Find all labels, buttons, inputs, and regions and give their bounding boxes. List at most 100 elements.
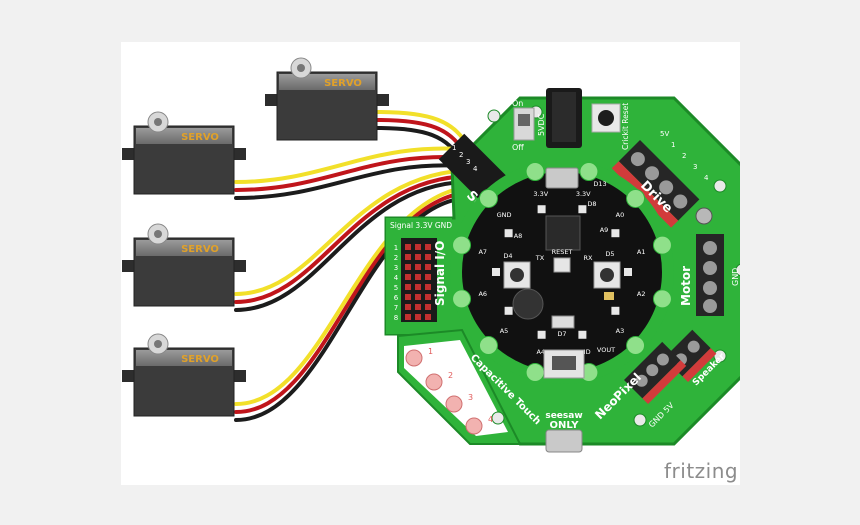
signal-pin [425, 244, 431, 250]
signal-pin [405, 254, 411, 260]
cpx-pad[interactable] [478, 188, 498, 208]
seesaw-only-label: ONLY [550, 420, 580, 431]
signal-pin [405, 294, 411, 300]
cpx-pad-label: 3.3V [576, 190, 591, 198]
wire-signal [234, 184, 480, 406]
signal-pin [425, 294, 431, 300]
reset-label: Crickit Reset [621, 103, 630, 150]
cpx-label: A8 [514, 232, 523, 240]
signal-pin [415, 304, 421, 310]
signal-pin [405, 264, 411, 270]
cpx-pad[interactable] [525, 362, 545, 382]
servo-motor: SERVO [122, 111, 246, 195]
touch-pad[interactable] [445, 395, 463, 413]
cpx-pad[interactable] [626, 188, 646, 208]
cpx-pad-label: A6 [478, 290, 487, 298]
cpx-neopixel [504, 306, 513, 315]
signal-pin [415, 294, 421, 300]
capacitor [695, 207, 713, 225]
signal-pin-label: 4 [394, 274, 399, 282]
touch-pad[interactable] [465, 417, 483, 435]
crickit-reset-button[interactable] [591, 103, 621, 133]
switch-on-label: On [512, 99, 523, 108]
mounting-hole [491, 411, 505, 425]
power-label: 5VDC [537, 113, 546, 136]
wire-ground [234, 163, 466, 200]
motor-label: Motor [679, 266, 693, 306]
wire-power [234, 190, 474, 414]
servo-group: SERVO SERVO SERVO SERVO [122, 57, 389, 417]
touch-pad[interactable] [405, 349, 423, 367]
cpx-neopixel [624, 268, 632, 276]
wire-ground [234, 180, 466, 312]
cpx-pad[interactable] [478, 336, 498, 356]
cpx-neopixel [492, 268, 500, 276]
servo-pin-label: 1 [452, 144, 456, 152]
cpx-neopixel [537, 205, 546, 214]
cpx-pad-label: A1 [637, 248, 646, 256]
cpx-label: D4 [503, 252, 512, 260]
cpx-pad[interactable] [452, 289, 472, 309]
neopixel-terminal [624, 341, 687, 405]
signal-pin [405, 244, 411, 250]
cpx-neopixel [504, 229, 513, 238]
touch-pad[interactable] [425, 373, 443, 391]
signal-pin-label: 2 [394, 254, 398, 262]
drive-pin-label: 3 [693, 163, 697, 171]
cpx-pad[interactable] [579, 162, 599, 182]
signal-pin-label: 8 [394, 314, 398, 322]
cpx-pad[interactable] [626, 336, 646, 356]
cpx-label: A9 [600, 226, 609, 234]
mounting-hole [713, 179, 727, 193]
drive-pin-label: 2 [682, 152, 686, 160]
cpx-pad-label: A4 [536, 348, 545, 356]
signal-pin [405, 304, 411, 310]
cpx-pad-label: A5 [500, 327, 509, 335]
cpx-pad[interactable] [652, 235, 672, 255]
cpx-usb[interactable] [545, 167, 579, 189]
touch-pad-label: 2 [448, 371, 453, 380]
cpx-pad-label: A2 [637, 290, 646, 298]
touch-pads: 1 2 3 4 [405, 347, 493, 435]
cpx-pad-label: 3.3V [533, 190, 548, 198]
signal-pin-label: 1 [394, 244, 398, 252]
drive-pin-label: 1 [671, 141, 675, 149]
servo-label: SERVO [181, 132, 219, 143]
cpx-pad[interactable] [652, 289, 672, 309]
signal-pin-label: 6 [394, 294, 399, 302]
signal-pin [405, 274, 411, 280]
cpx-label: VOUT [597, 346, 615, 354]
signal-pin [425, 274, 431, 280]
cpx-pad[interactable] [452, 235, 472, 255]
signal-pin-label: 7 [394, 304, 398, 312]
touch-pad-label: 3 [468, 393, 473, 402]
signal-header-label: Signal 3.3V GND [390, 221, 452, 230]
servo-label: SERVO [181, 354, 219, 365]
signal-pin-label: 5 [394, 284, 398, 292]
cpx-neopixel [611, 306, 620, 315]
cpx-pad-label: GND [497, 211, 512, 219]
cpx-slide-switch[interactable] [551, 315, 575, 329]
servo-pin-label: 3 [466, 158, 470, 166]
signal-pin [425, 264, 431, 270]
servo-motor: SERVO [122, 223, 246, 307]
wire-power [234, 174, 472, 304]
cpx-reset-button[interactable] [553, 257, 571, 273]
cpx-button-b[interactable] [593, 261, 621, 289]
touch-pad-label: 1 [428, 347, 433, 356]
cpx-pad-label: A7 [478, 248, 487, 256]
signal-pin [405, 314, 411, 320]
touch-pad-label: 4 [488, 415, 493, 424]
servo-label: SERVO [324, 78, 362, 89]
cpx-pad[interactable] [525, 162, 545, 182]
servo-pin-label: 4 [473, 165, 478, 173]
touch-strip [404, 340, 508, 436]
seesaw-usb-port[interactable] [545, 429, 583, 453]
signal-pin [425, 304, 431, 310]
